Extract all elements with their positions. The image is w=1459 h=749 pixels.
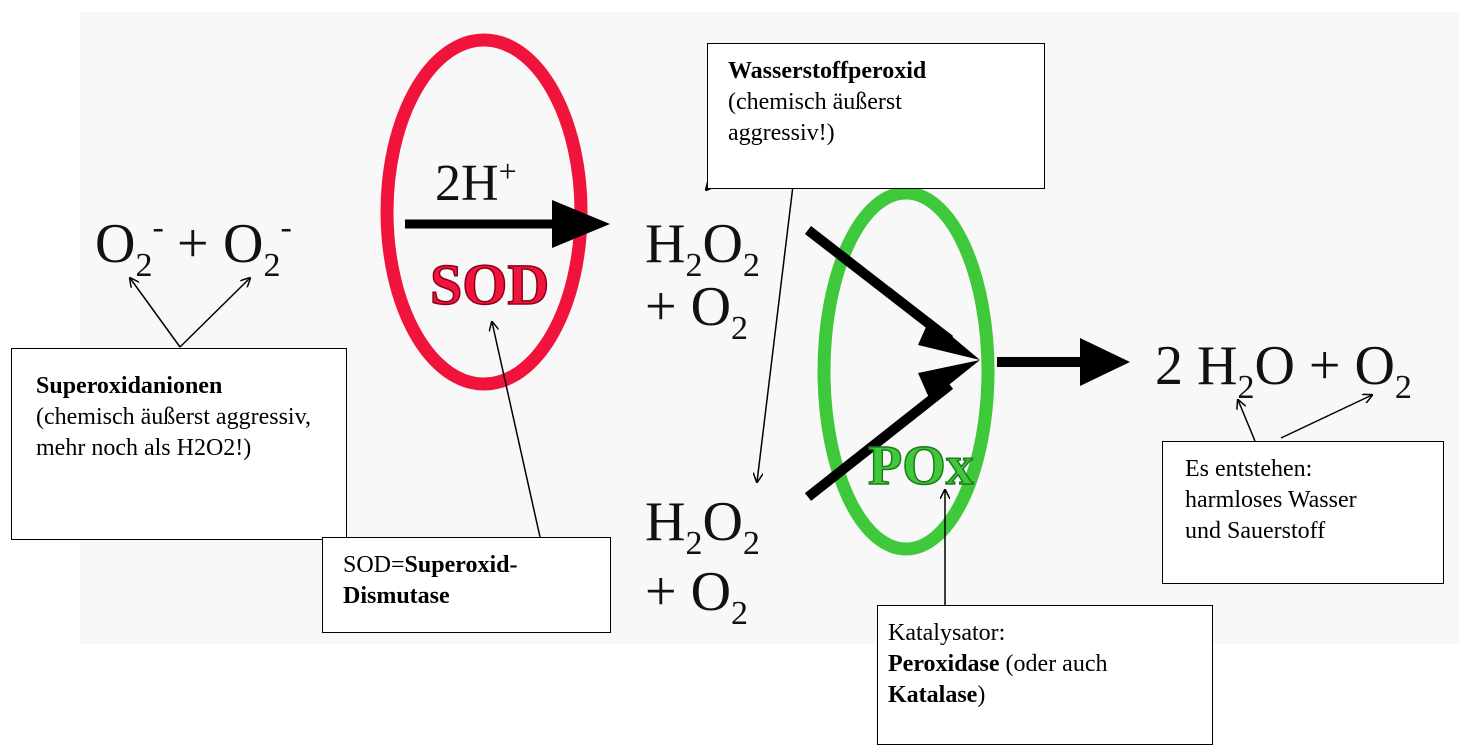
catalyst-peroxidase: Peroxidase: [888, 651, 1000, 677]
sod-ellipse: [380, 33, 588, 391]
superoxide-2: O2-: [223, 209, 292, 284]
superoxide-1: O2-: [95, 209, 164, 284]
pointer-superoxide-1: [130, 278, 181, 348]
pointer-superoxide-2: [179, 278, 250, 348]
catalyst-annotation-box: Katalysator: Peroxidase (oder auch Katal…: [877, 605, 1213, 745]
superoxide-title: Superoxidanionen: [36, 373, 223, 399]
cofactor-2h: 2H+: [435, 153, 517, 212]
reaction-arrow-1: [405, 200, 610, 248]
converging-arrow-bottom: [804, 360, 980, 501]
peroxide-title: Wasserstoffperoxid: [728, 58, 927, 84]
peroxide-bottom: H2O2: [645, 491, 760, 562]
superoxide-text: (chemisch äußerst aggressiv, mehr noch a…: [36, 404, 312, 461]
oxygen-bottom: + O2: [645, 561, 748, 632]
sod-annotation-box: SOD=Superoxid-Dismutase: [322, 537, 611, 633]
oxygen-top: + O2: [645, 276, 748, 347]
reaction-arrow-2: [997, 338, 1130, 386]
sod-prefix: SOD=: [343, 552, 405, 578]
catalyst-katalase: Katalase: [888, 682, 978, 708]
catalyst-mid: (oder auch: [999, 651, 1108, 677]
products-annotation-box: Es entstehen: harmloses Wasser und Sauer…: [1162, 441, 1444, 584]
converging-arrow-top: [804, 226, 980, 360]
pox-label: POx: [868, 435, 974, 497]
pox-ellipse: [817, 186, 995, 556]
pointer-oxygen: [1280, 395, 1372, 439]
peroxide-text: (chemisch äußerst aggressiv!): [728, 89, 902, 146]
superoxide-annotation-box: Superoxidanionen (chemisch äußerst aggre…: [11, 348, 347, 540]
catalyst-line1: Katalysator:: [888, 620, 1006, 646]
pointer-sod: [492, 322, 541, 538]
sod-fullname: Superoxid-Dismutase: [343, 552, 518, 609]
pointer-water: [1238, 400, 1256, 442]
products-text: Es entstehen: harmloses Wasser und Sauer…: [1185, 456, 1357, 544]
peroxide-top: H2O2: [645, 213, 760, 284]
final-products: 2 H2O + O2: [1155, 335, 1412, 406]
plus-sign: +: [177, 213, 209, 275]
catalyst-end: ): [977, 682, 986, 708]
peroxide-annotation-box: Wasserstoffperoxid (chemisch äußerst agg…: [707, 43, 1045, 189]
sod-label: SOD: [430, 252, 549, 317]
